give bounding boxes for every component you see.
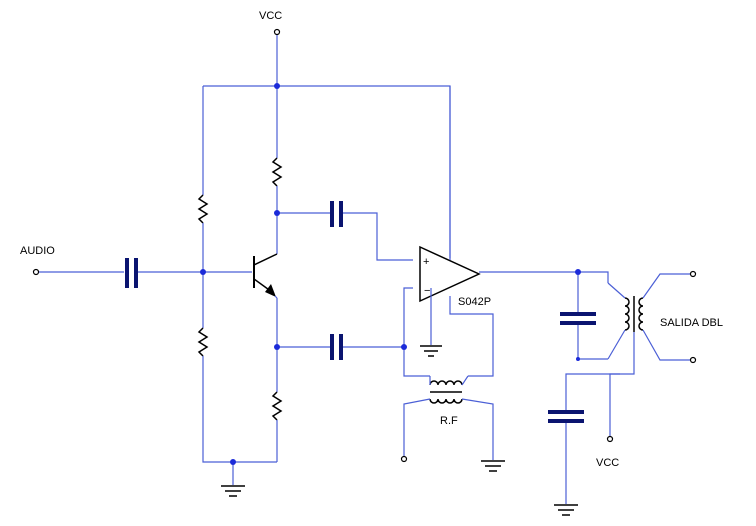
ground-opamp	[420, 345, 442, 357]
output-capacitor-lower	[548, 373, 620, 504]
vcc-top-terminal: VCC	[259, 10, 282, 86]
emitter-branch	[271, 298, 283, 462]
ground-output	[554, 504, 578, 516]
output-capacitor-upper	[560, 312, 608, 360]
audio-input-terminal: AUDIO	[20, 245, 124, 276]
rf-transformer: R.F	[400, 375, 494, 463]
rf-label: R.F	[440, 415, 458, 427]
output-wire	[479, 271, 609, 312]
opamp-label: S042P	[458, 296, 491, 308]
vcc-bottom-terminal: VCC	[596, 332, 635, 469]
bias-resistor-bottom	[197, 327, 277, 463]
vcc-top-label: VCC	[259, 10, 282, 22]
salida-label: SALIDA DBL	[660, 317, 723, 329]
ground-rf	[481, 460, 505, 472]
op-amp: + − S042P	[403, 86, 494, 377]
audio-label: AUDIO	[20, 245, 55, 257]
emitter-capacitor	[277, 334, 404, 360]
top-bus	[202, 85, 451, 258]
opamp-plus: +	[423, 256, 429, 268]
bias-resistor-top	[197, 194, 209, 328]
collector-resistor	[271, 86, 283, 254]
vcc-bottom-label: VCC	[596, 457, 619, 469]
opamp-minus: −	[424, 285, 430, 297]
audio-input-capacitor	[125, 258, 252, 288]
npn-transistor	[253, 253, 278, 299]
output-transformer: SALIDA DBL	[607, 270, 723, 364]
junction-dots	[200, 83, 581, 465]
collector-capacitor	[277, 201, 413, 261]
ground-bottom-left	[221, 462, 245, 497]
